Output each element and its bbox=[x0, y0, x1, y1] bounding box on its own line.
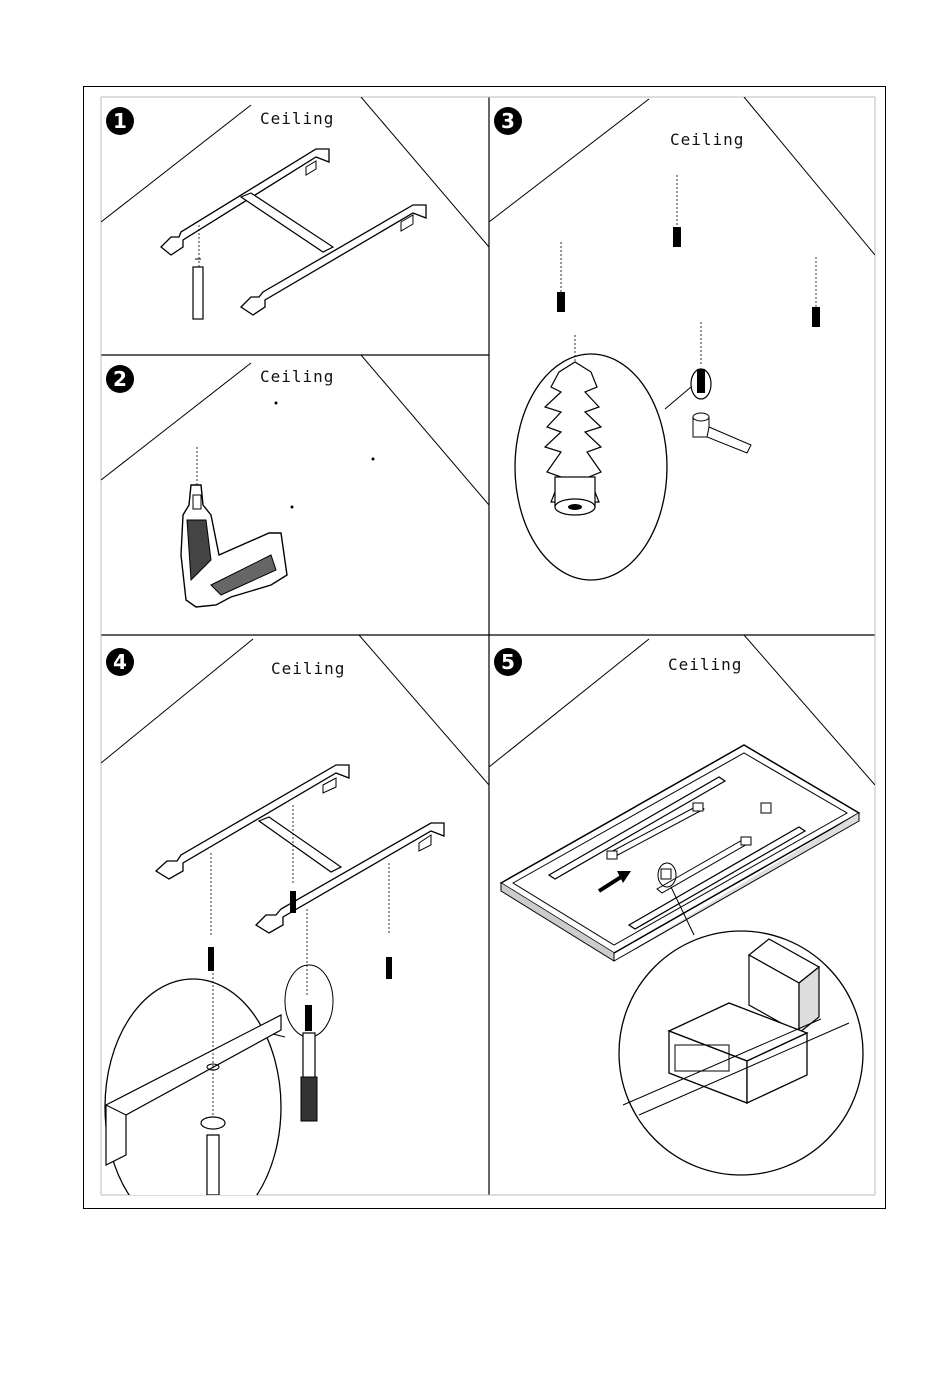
step-5-panel-fitting-drawing bbox=[489, 635, 875, 1195]
step-2-panel: 2 Ceiling bbox=[101, 355, 489, 635]
step-5-panel: 5 Ceiling bbox=[489, 635, 875, 1195]
step-3-anchor-drawing bbox=[489, 97, 875, 635]
step-1-panel: 1 Ceiling bbox=[101, 97, 489, 355]
step-1-bracket-drawing bbox=[101, 97, 489, 355]
diagram-frame: 1 Ceiling 2 Ceili bbox=[83, 86, 886, 1209]
anchor-a bbox=[673, 175, 681, 247]
step-4-mounting-drawing bbox=[101, 635, 489, 1195]
step-4-panel: 4 Ceiling bbox=[101, 635, 489, 1195]
step-2-drill-drawing bbox=[101, 355, 489, 635]
step-3-panel: 3 Ceiling bbox=[489, 97, 875, 635]
